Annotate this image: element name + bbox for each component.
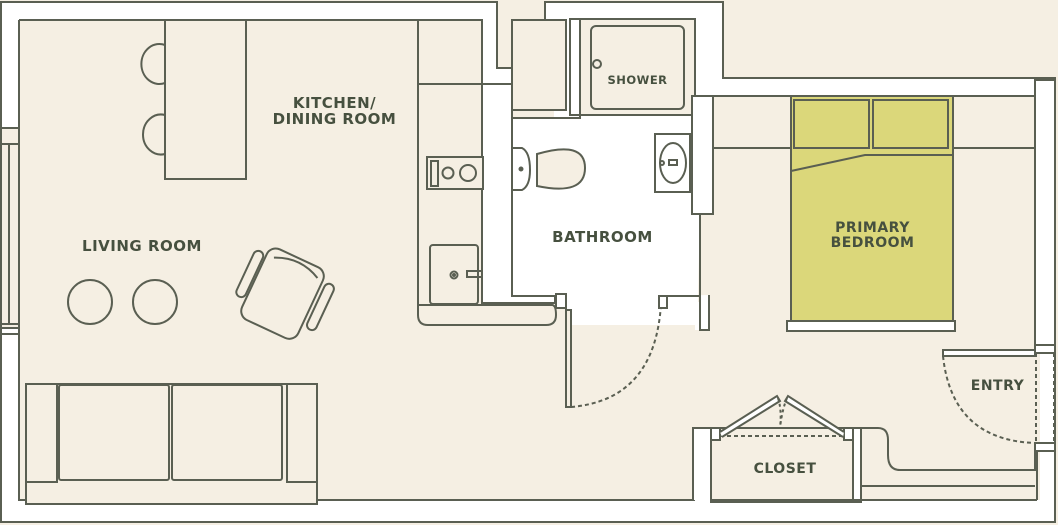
closet-label: CLOSET <box>753 461 817 477</box>
kitchen-counter <box>417 19 558 326</box>
closet <box>692 394 1037 503</box>
shower-label: SHOWER <box>607 73 668 87</box>
bedroom-furniture <box>712 95 1036 346</box>
bathroom-fixtures <box>511 18 714 408</box>
living-room-label: LIVING ROOM <box>82 237 202 255</box>
kitchen-island <box>140 19 247 180</box>
bedroom-label: PRIMARY BEDROOM <box>830 220 915 251</box>
entry-door <box>942 79 1056 452</box>
kitchen-label: KITCHEN/ DINING ROOM <box>272 94 397 128</box>
left-window <box>0 127 20 335</box>
entry-label: ENTRY <box>970 378 1025 394</box>
bathroom-label: BATHROOM <box>552 228 653 246</box>
living-furniture <box>25 247 335 505</box>
